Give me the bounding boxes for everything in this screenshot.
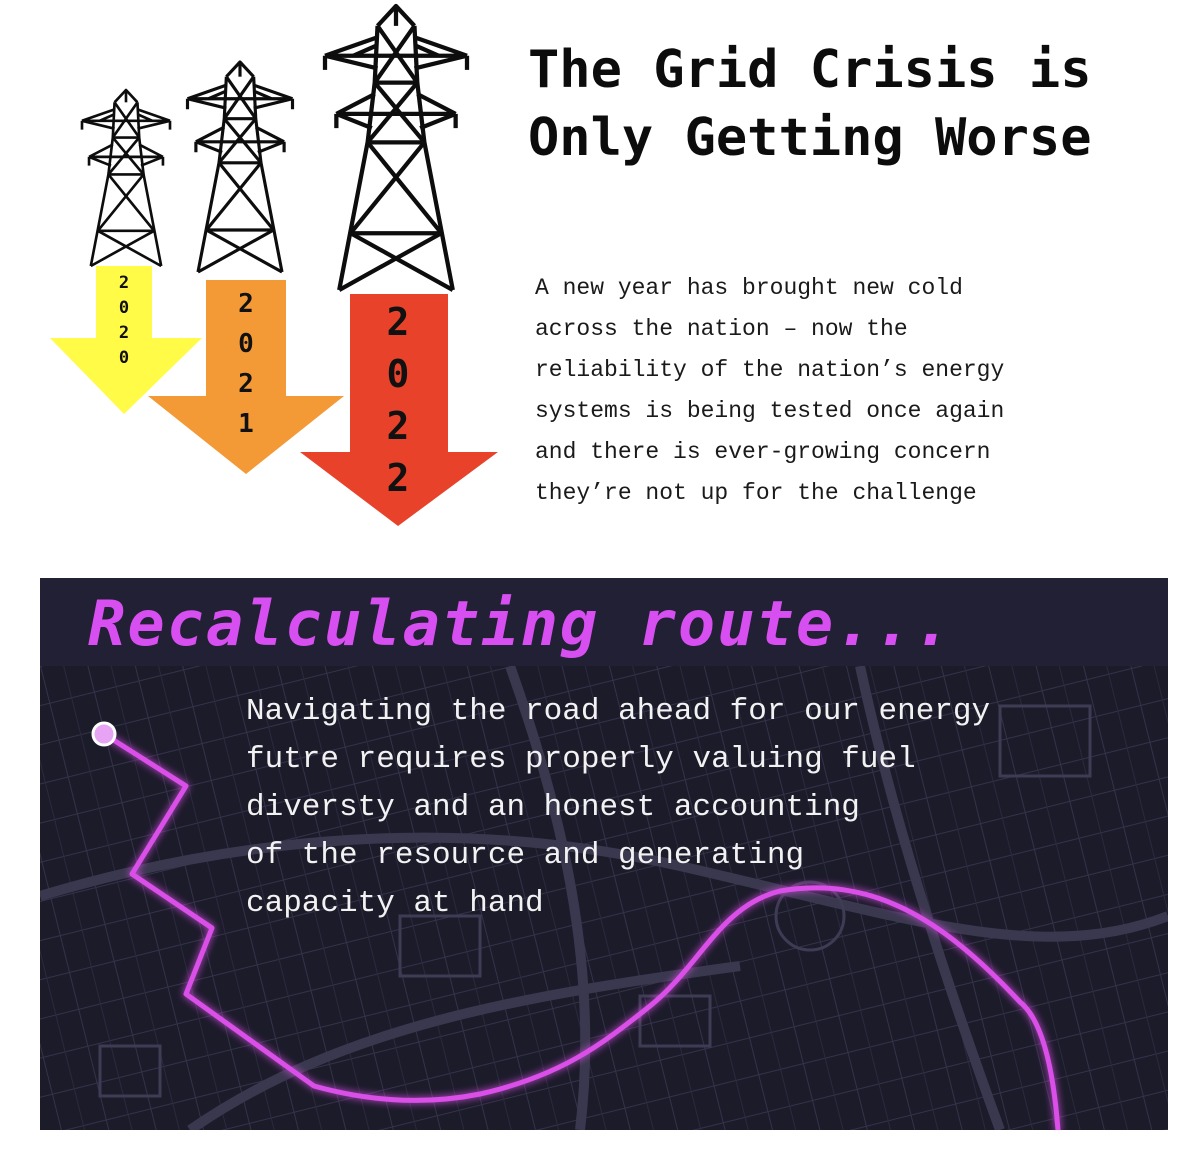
street-map [40, 666, 1168, 1130]
arrow-2022-digit-2: 0 [387, 352, 410, 396]
arrow-2022-digit-4: 2 [387, 456, 410, 500]
arrow-2021: 2 0 2 1 [148, 280, 344, 474]
down-arrow-icon [300, 294, 498, 526]
transmission-tower-icon [185, 60, 295, 274]
arrow-2020-digit-3: 2 [119, 323, 129, 343]
arrow-2021-digit-3: 2 [238, 369, 254, 399]
arrow-2020-digit-2: 0 [119, 298, 129, 318]
transmission-tower-icon [80, 88, 172, 268]
arrow-2020: 2 0 2 0 [50, 266, 202, 414]
arrow-2021-digit-1: 2 [238, 289, 254, 319]
navigation-route [101, 731, 1061, 1130]
road-blocks [98, 704, 1092, 1098]
arrow-2021-digit-4: 1 [238, 409, 254, 439]
arrow-2022: 2 0 2 2 [300, 294, 498, 526]
page-title: The Grid Crisis is Only Getting Worse [528, 40, 1092, 168]
map-panel: Recalculating route... Navigating the ro… [40, 578, 1168, 1130]
arrow-2020-digit-1: 2 [119, 273, 129, 293]
map-heading: Recalculating route... [88, 587, 954, 660]
intro-paragraph: A new year has brought new cold across t… [535, 275, 1005, 506]
grid-illustration: 2 0 2 0 2 0 2 1 2 0 2 2 [50, 0, 498, 526]
map-header-bar [40, 578, 1168, 666]
down-arrow-icon [148, 280, 344, 474]
down-arrow-icon [50, 266, 202, 414]
arrow-2022-digit-1: 2 [387, 300, 410, 344]
major-roads [40, 666, 1168, 1130]
arrow-2021-digit-2: 0 [238, 329, 254, 359]
arrow-2020-digit-4: 0 [119, 348, 129, 368]
transmission-tower-icon [325, 6, 467, 290]
map-paragraph: Navigating the road ahead for our energy… [246, 694, 991, 921]
route-start-marker-icon [91, 721, 117, 747]
arrow-2022-digit-3: 2 [387, 404, 410, 448]
